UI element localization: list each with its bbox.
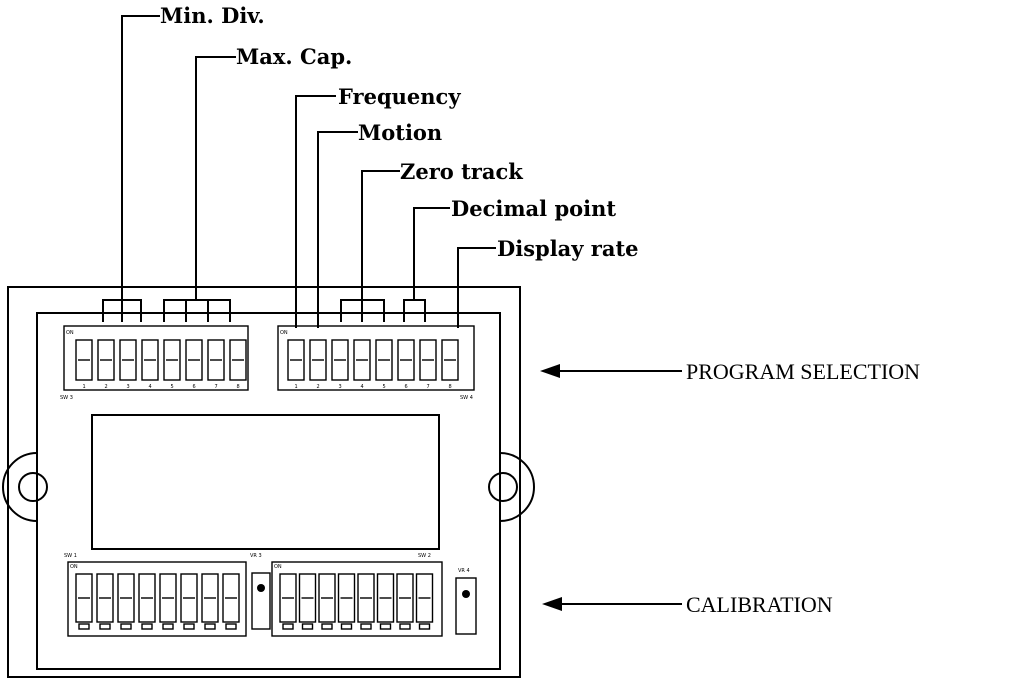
- vr3-label: VR 3: [250, 553, 262, 559]
- right-mounting-ear: [499, 452, 535, 522]
- sw4-switch-7: 7: [419, 339, 437, 390]
- right-mounting-hole: [488, 472, 518, 502]
- calibration-arrow: [542, 597, 682, 611]
- sw3-label: SW 3: [60, 395, 73, 401]
- sw3-position-label: 4: [149, 384, 152, 390]
- program-selection-label: PROGRAM SELECTION: [686, 359, 920, 384]
- sw2-switch-1: [279, 573, 297, 630]
- sw3-position-label: 7: [215, 384, 218, 390]
- callout-display-rate: Display rate: [497, 236, 639, 261]
- sw2-switch-6: [376, 573, 395, 630]
- sw2-switch-7: [396, 573, 414, 630]
- sw1-switch-3: [117, 573, 135, 630]
- sw3-position-label: 3: [127, 384, 130, 390]
- sw4-position-label: 3: [339, 384, 342, 390]
- display-window: [91, 414, 440, 550]
- sw1-switch-7: [201, 573, 219, 630]
- sw2-label: SW 2: [418, 553, 431, 559]
- sw4-switch-5: 5: [375, 339, 393, 390]
- sw4-switch-4: 4: [353, 339, 371, 390]
- vr4-label: VR 4: [458, 568, 470, 574]
- sw4-switch-1: 1: [287, 339, 305, 390]
- callout-max-cap: Max. Cap.: [236, 44, 352, 69]
- sw4-switch-8: 8: [441, 339, 459, 390]
- sw2-switch-8: [415, 573, 434, 630]
- sw1-switch-4: [138, 573, 156, 630]
- sw3-switch-1: 1: [75, 339, 93, 390]
- left-mounting-ear: [2, 452, 38, 522]
- sw2-switch-4: [337, 573, 356, 630]
- sw3-position-label: 5: [171, 384, 174, 390]
- sw3-switch-2: 2: [97, 339, 115, 390]
- sw3-on-label: ON: [66, 330, 74, 336]
- sw3-switch-4: 4: [141, 339, 159, 390]
- sw1-switch-2: [96, 573, 114, 630]
- sw3-switch-8: 8: [229, 339, 247, 390]
- left-mounting-hole: [18, 472, 48, 502]
- sw4-position-label: 8: [449, 384, 452, 390]
- sw4-position-label: 7: [427, 384, 430, 390]
- sw3-position-label: 1: [83, 384, 86, 390]
- sw1-switch-8: [222, 573, 240, 630]
- sw2-on-label: ON: [274, 564, 282, 570]
- sw4-switch-3: 3: [331, 339, 349, 390]
- sw3-switch-6: 6: [185, 339, 203, 390]
- sw1-switch-6: [180, 573, 198, 630]
- sw4-position-label: 2: [317, 384, 320, 390]
- sw1-switch-1: [75, 573, 93, 630]
- sw4-position-label: 4: [361, 384, 364, 390]
- sw4-dip-switch: ON SW 4 1 2 3 4 5 6 7 8: [277, 325, 475, 401]
- callout-leaders: [102, 15, 496, 328]
- callout-zero-track: Zero track: [400, 159, 523, 184]
- sw3-dip-switch: ON SW 3 1 2 3 4 5 6 7 8: [60, 325, 249, 401]
- sw4-switch-6: 6: [397, 339, 415, 390]
- callout-motion: Motion: [358, 120, 442, 145]
- sw3-switch-7: 7: [207, 339, 225, 390]
- calibration-label: CALIBRATION: [686, 592, 833, 617]
- sw1-dip-switch: ON SW 1: [64, 553, 247, 637]
- sw4-label: SW 4: [460, 395, 473, 401]
- sw4-position-label: 5: [383, 384, 386, 390]
- sw2-dip-switch: ON SW 2: [271, 553, 443, 637]
- sw1-on-label: ON: [70, 564, 78, 570]
- callout-frequency: Frequency: [338, 84, 461, 109]
- sw3-switch-3: 3: [119, 339, 137, 390]
- sw4-position-label: 1: [295, 384, 298, 390]
- sw3-position-label: 8: [237, 384, 240, 390]
- sw3-position-label: 6: [193, 384, 196, 390]
- inner-panel: [36, 312, 501, 670]
- callout-min-div: Min. Div.: [160, 3, 265, 28]
- sw2-switch-5: [357, 573, 375, 630]
- sw1-label: SW 1: [64, 553, 77, 559]
- sw3-switch-5: 5: [163, 339, 181, 390]
- sw4-on-label: ON: [280, 330, 288, 336]
- sw3-position-label: 2: [105, 384, 108, 390]
- sw1-switch-5: [159, 573, 177, 630]
- sw4-switch-2: 2: [309, 339, 327, 390]
- callout-decimal-point: Decimal point: [451, 196, 616, 221]
- sw4-position-label: 6: [405, 384, 408, 390]
- sw2-switch-2: [298, 573, 317, 630]
- vr4-trimmer: VR 4: [455, 568, 477, 635]
- sw2-switch-3: [318, 573, 336, 630]
- program-selection-arrow: [540, 364, 682, 378]
- vr3-trimmer: VR 3: [250, 553, 271, 630]
- outer-housing: [7, 286, 521, 678]
